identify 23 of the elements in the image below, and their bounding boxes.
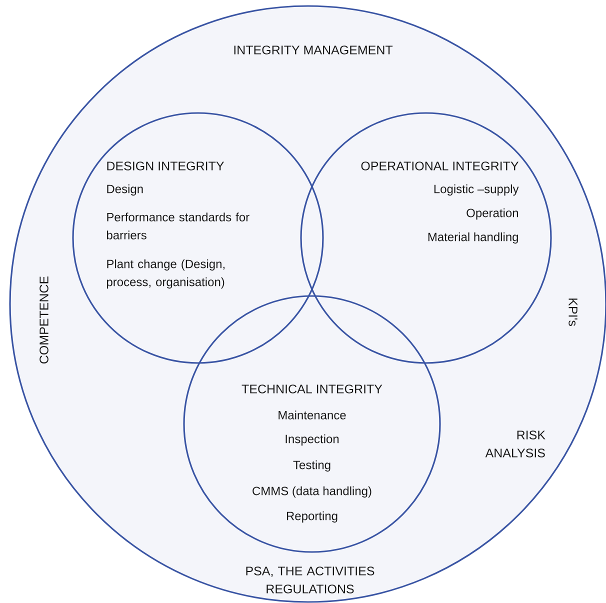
venn-circle [183, 295, 441, 553]
list-item: Performance standards for barriers [106, 212, 250, 240]
label: RISK ANALYSIS [485, 430, 546, 458]
heading: DESIGN INTEGRITY [107, 162, 224, 170]
list-item: Design [107, 184, 143, 196]
list-item: Maintenance [278, 410, 346, 420]
outer-circle [9, 5, 606, 603]
list-item: Reporting [286, 511, 338, 523]
list-item: Inspection [286, 434, 339, 446]
list-item: Plant change (Design, process, organisation) [106, 259, 224, 289]
label: COMPETENCE [40, 276, 48, 364]
list-item: Operation [466, 208, 518, 220]
list-item: Testing [293, 460, 330, 472]
label: INTEGRITY MANAGEMENT [234, 46, 393, 54]
heading: TECHNICAL INTEGRITY [242, 384, 382, 394]
list-item: Material handling [428, 232, 518, 244]
venn-circle [72, 112, 324, 364]
venn-circle [300, 112, 552, 364]
heading: OPERATIONAL INTEGRITY [361, 162, 519, 170]
label: KPI's [568, 298, 578, 326]
label: PSA, THE ACTIVITIES REGULATIONS [246, 566, 374, 594]
list-item: Logistic –supply [434, 184, 519, 196]
list-item: CMMS (data handling) [252, 486, 372, 498]
